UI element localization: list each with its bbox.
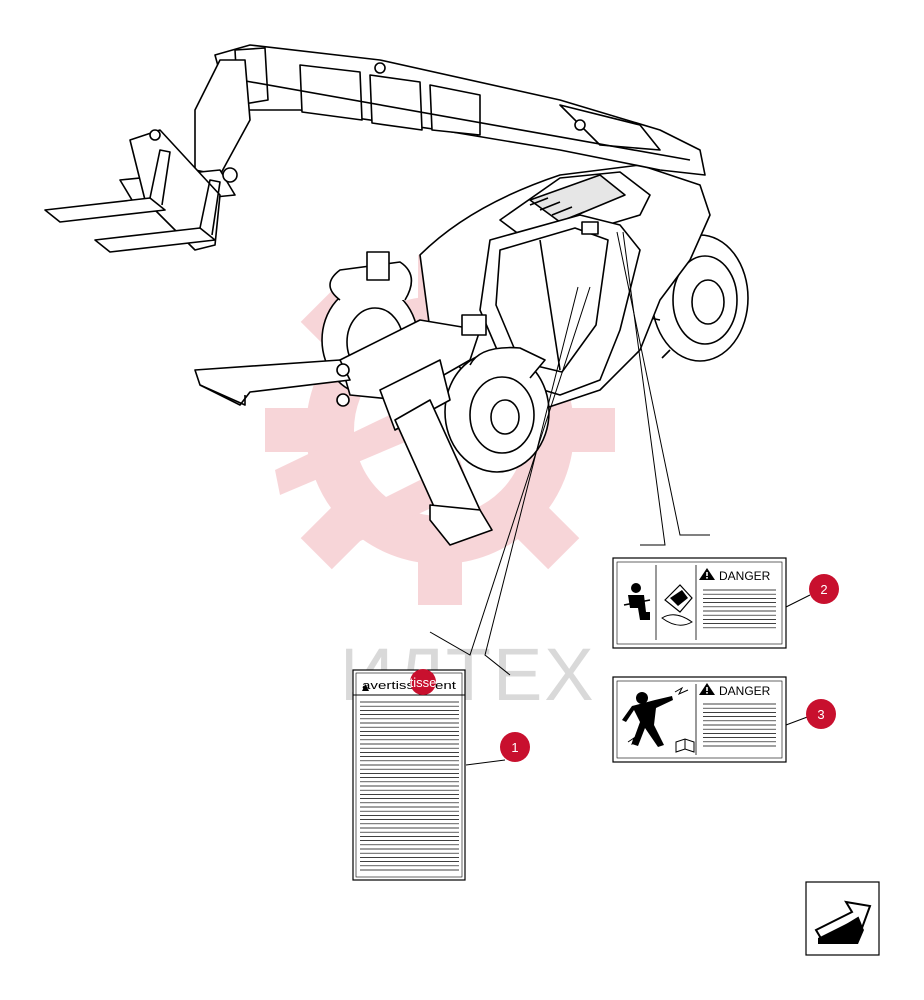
seated-operator-icon [623,583,651,620]
left-mirror [366,251,390,281]
leader-3 [785,715,811,726]
leader-2 [785,594,811,608]
next-page-arrow-icon [814,900,872,944]
decal-1-warning-triangle-icon [362,684,369,691]
manual-book-icon [675,738,695,753]
callout-3-number: 3 [817,707,824,722]
callout-2-number: 2 [820,582,827,597]
decal-1-warning-text-panel: avertissement [352,669,466,881]
front-chassis [339,319,481,431]
fork-carriage [119,59,251,251]
leader-lines [429,231,811,766]
telehandler-machine-illustration [44,44,749,546]
left-stabilizer [194,359,351,407]
leader-1 [465,759,506,766]
decal-2-danger-rollover-panel: DANGER [612,557,787,649]
telescopic-boom [214,44,706,176]
decal-3-danger-electrocution-panel: DANGER [612,676,787,763]
right-stabilizer [394,399,493,546]
callout-2[interactable]: 2 [809,574,839,604]
electrocution-hazard-icon [622,686,689,747]
decal-2-warning-triangle-icon [699,568,715,580]
decal-1-header-callout: tisse [410,669,437,695]
callout-1-number: 1 [511,740,518,755]
rollover-hazard-icon [661,584,693,626]
decal-3-text-lines [703,703,776,747]
front-light [461,314,487,336]
next-page-arrow-button[interactable] [805,881,880,956]
decal-2-text-lines [703,589,776,629]
decal-3-warning-triangle-icon [699,683,715,695]
decal-2-header-text: DANGER [719,569,771,583]
decal-1-header-overlay: tisse [410,675,437,690]
decal-3-header-text: DANGER [719,684,771,698]
fork-tines [44,149,221,253]
callout-3[interactable]: 3 [806,699,836,729]
decal-1-text-lines [360,701,459,871]
callout-1[interactable]: 1 [500,732,530,762]
front-right-wheel [444,346,550,473]
